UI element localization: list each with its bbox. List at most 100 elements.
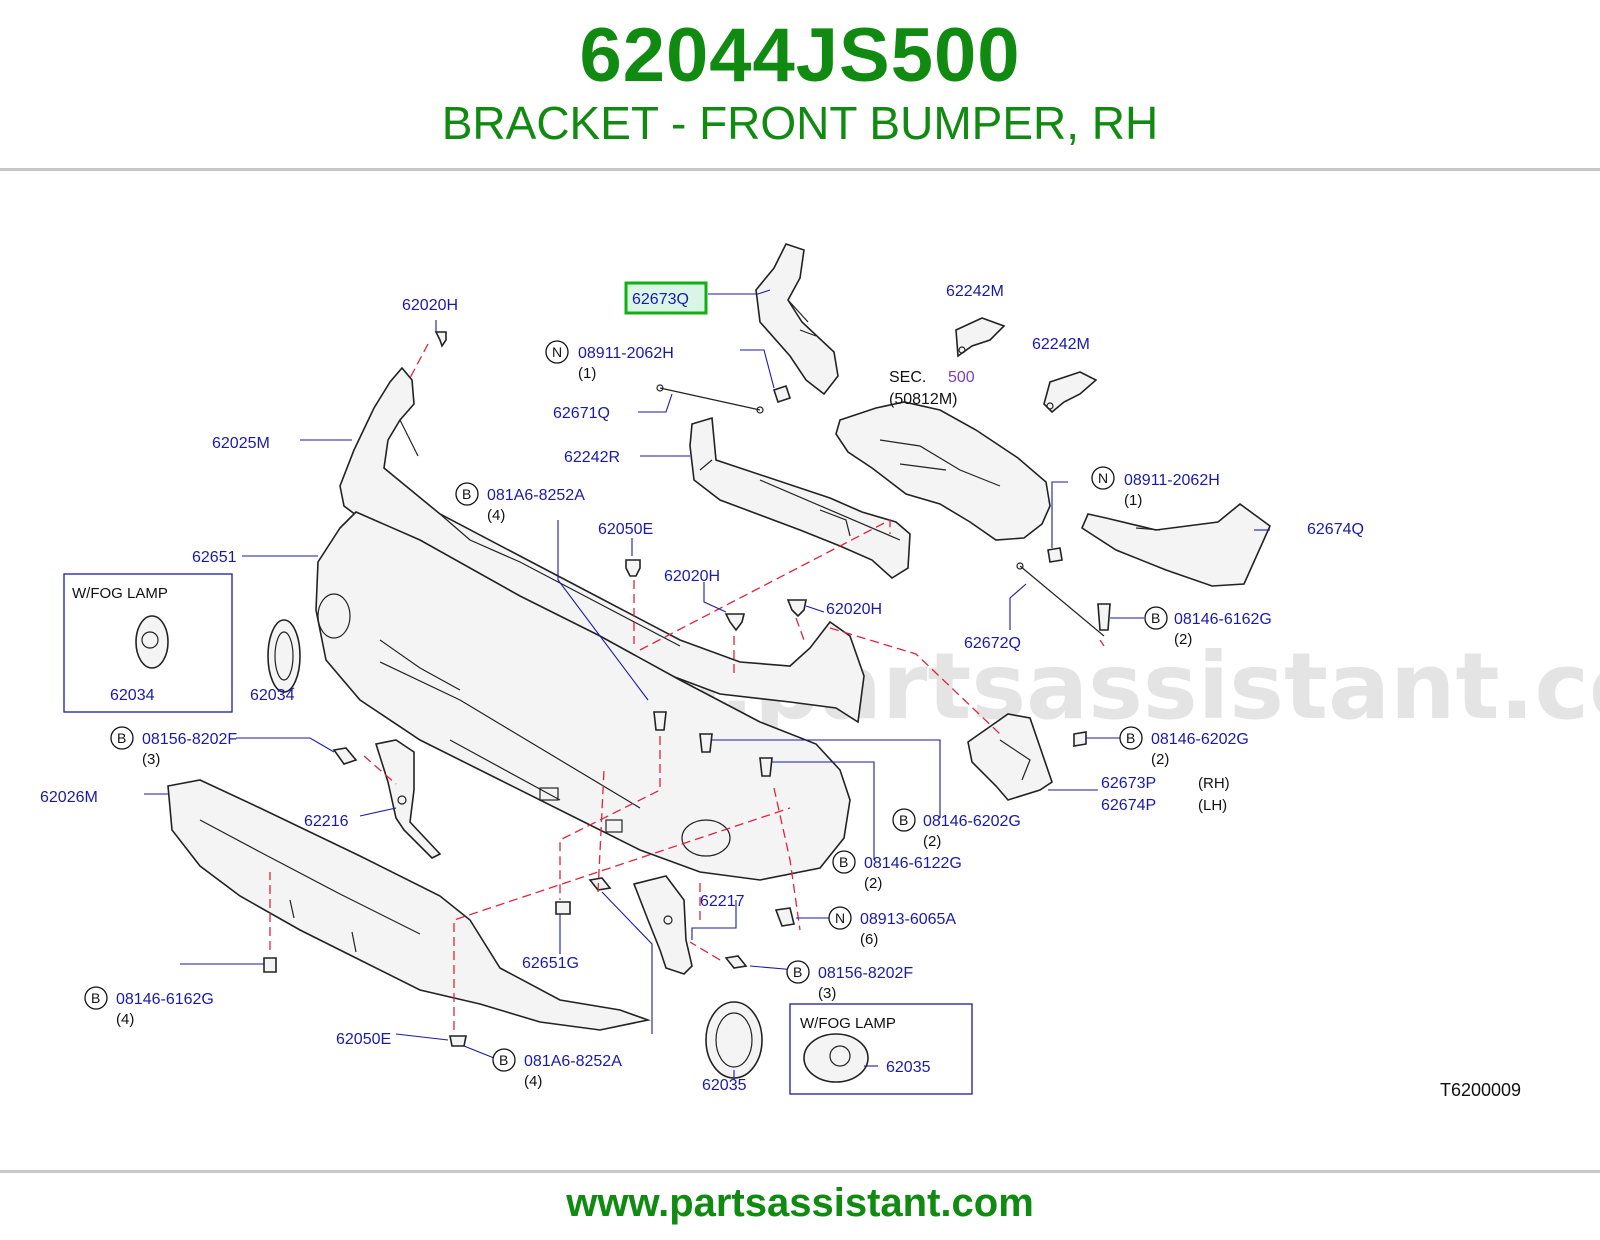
- n-marker-text: N: [835, 910, 845, 926]
- b-marker-icon: [832, 850, 856, 874]
- label-62050e-b[interactable]: 62050E: [336, 1031, 391, 1048]
- bracket-62242m-lower-shape: [1043, 371, 1098, 414]
- label-62672q[interactable]: 62672Q: [964, 635, 1021, 652]
- footer-link[interactable]: www.partsassistant.com: [566, 1181, 1034, 1225]
- part-description: BRACKET - FRONT BUMPER, RH: [441, 97, 1159, 149]
- label-62651g[interactable]: 62651G: [522, 955, 579, 972]
- label-62216[interactable]: 62216: [304, 813, 349, 830]
- bracket-62673p-shape: [967, 713, 1053, 801]
- fog-lamp-box-right: [789, 1003, 973, 1095]
- finisher-62034-shape: [267, 619, 301, 693]
- rod-62672q-shape: [1016, 562, 1105, 637]
- fog-box-62035-icon: [803, 1033, 869, 1083]
- label-62674q[interactable]: 62674Q: [1307, 521, 1364, 538]
- label-62217[interactable]: 62217: [700, 893, 745, 910]
- qty-08146-6202g-a: (2): [1151, 751, 1169, 768]
- label-62242r[interactable]: 62242R: [564, 449, 620, 466]
- n-marker-icon: [828, 906, 852, 930]
- label-08146-6202g-b[interactable]: 08146-6202G: [923, 813, 1021, 830]
- qty-081a6-a: (4): [487, 507, 505, 524]
- assembly-lines: [269, 343, 1105, 1030]
- b-marker-icon: [786, 960, 810, 984]
- b-marker-icon: [110, 726, 134, 750]
- b-marker-icon: [892, 808, 916, 832]
- rod-62671q-shape: [656, 384, 764, 414]
- page-title: 62044JS500: [579, 13, 1021, 98]
- n-marker-text: N: [1098, 470, 1108, 486]
- label-08911-a[interactable]: 08911-2062H: [578, 345, 674, 362]
- label-62020h-c[interactable]: 62020H: [826, 601, 882, 618]
- label-62034[interactable]: 62034: [250, 687, 295, 704]
- side-62673p: (RH): [1198, 775, 1230, 792]
- label-08146-6122g[interactable]: 08146-6122G: [864, 855, 962, 872]
- label-08146-6162g-b[interactable]: 08146-6162G: [116, 991, 214, 1008]
- side-62674p: (LH): [1198, 797, 1227, 814]
- sec-label: SEC.: [889, 369, 926, 386]
- nut-08911-lower-shape: [1047, 547, 1063, 563]
- b-marker-icon: [1144, 606, 1168, 630]
- label-62242m-b[interactable]: 62242M: [1032, 336, 1090, 353]
- b-marker-icon: [84, 986, 108, 1010]
- label-62034-box[interactable]: 62034: [110, 687, 155, 704]
- label-08146-6202g-a[interactable]: 08146-6202G: [1151, 731, 1249, 748]
- b-marker-icon: [1119, 726, 1143, 750]
- cover-62674q-shape: [1080, 502, 1271, 587]
- b-marker-text: B: [462, 486, 471, 502]
- footer-divider: [0, 1170, 1600, 1173]
- b-marker-text: B: [499, 1052, 508, 1068]
- n-marker-icon: [545, 340, 569, 364]
- b-marker-text: B: [117, 730, 126, 746]
- finisher-62035-shape: [705, 1001, 763, 1079]
- label-081a6-b[interactable]: 081A6-8252A: [524, 1053, 622, 1070]
- qty-08146-6162g-a: (2): [1174, 631, 1192, 648]
- bracket-62242m-upper-shape: [955, 317, 1006, 358]
- label-08146-6162g-a[interactable]: 08146-6162G: [1174, 611, 1272, 628]
- b-marker-text: B: [91, 990, 100, 1006]
- qty-08156-8202f-a: (3): [142, 751, 160, 768]
- b-marker-text: B: [793, 964, 802, 980]
- nut-08911-upper-shape: [772, 384, 792, 404]
- diagram-code: T6200009: [1440, 1080, 1521, 1100]
- qty-08156-8202f-b: (3): [818, 985, 836, 1002]
- b-marker-icon: [455, 482, 479, 506]
- sec-number[interactable]: 500: [948, 369, 975, 386]
- highlighted-part-box[interactable]: [624, 281, 708, 315]
- qty-08146-6162g-b: (4): [116, 1011, 134, 1028]
- fog-lamp-box-left: [63, 573, 233, 713]
- fog-box-2-title: W/FOG LAMP: [800, 1015, 896, 1032]
- label-62035-box[interactable]: 62035: [886, 1059, 931, 1076]
- label-62671q[interactable]: 62671Q: [553, 405, 610, 422]
- b-marker-text: B: [1126, 730, 1135, 746]
- sec-ref: (50812M): [889, 391, 957, 408]
- label-62026m[interactable]: 62026M: [40, 789, 98, 806]
- qty-08913: (6): [860, 931, 878, 948]
- header-divider: [0, 168, 1600, 171]
- qty-08146-6202g-b: (2): [923, 833, 941, 850]
- label-08156-8202f-a[interactable]: 08156-8202F: [142, 731, 237, 748]
- label-08156-8202f-b[interactable]: 08156-8202F: [818, 965, 913, 982]
- label-62035[interactable]: 62035: [702, 1077, 747, 1094]
- label-62673q[interactable]: 62673Q: [632, 291, 689, 308]
- qty-08146-6122g: (2): [864, 875, 882, 892]
- label-62025m[interactable]: 62025M: [212, 435, 270, 452]
- bracket-62217-shape: [632, 875, 693, 975]
- label-08913[interactable]: 08913-6065A: [860, 911, 956, 928]
- label-62050e-a[interactable]: 62050E: [598, 521, 653, 538]
- label-081a6-a[interactable]: 081A6-8252A: [487, 487, 585, 504]
- n-marker-icon: [1091, 466, 1115, 490]
- label-08911-b[interactable]: 08911-2062H: [1124, 472, 1220, 489]
- b-marker-text: B: [1151, 610, 1160, 626]
- label-62020h-a[interactable]: 62020H: [402, 297, 458, 314]
- bumper-62651-shape: [315, 511, 851, 881]
- label-62674p[interactable]: 62674P: [1101, 797, 1156, 814]
- label-62020h-b[interactable]: 62020H: [664, 568, 720, 585]
- leader-lines: [144, 289, 1270, 1080]
- label-62673p[interactable]: 62673P: [1101, 775, 1156, 792]
- label-62651[interactable]: 62651: [192, 549, 237, 566]
- label-62242m-a[interactable]: 62242M: [946, 283, 1004, 300]
- lower-62026m-shape: [167, 779, 651, 1031]
- bracket-62673q-shape[interactable]: [755, 243, 839, 396]
- bracket-62216-shape: [374, 739, 442, 859]
- qty-081a6-b: (4): [524, 1073, 542, 1090]
